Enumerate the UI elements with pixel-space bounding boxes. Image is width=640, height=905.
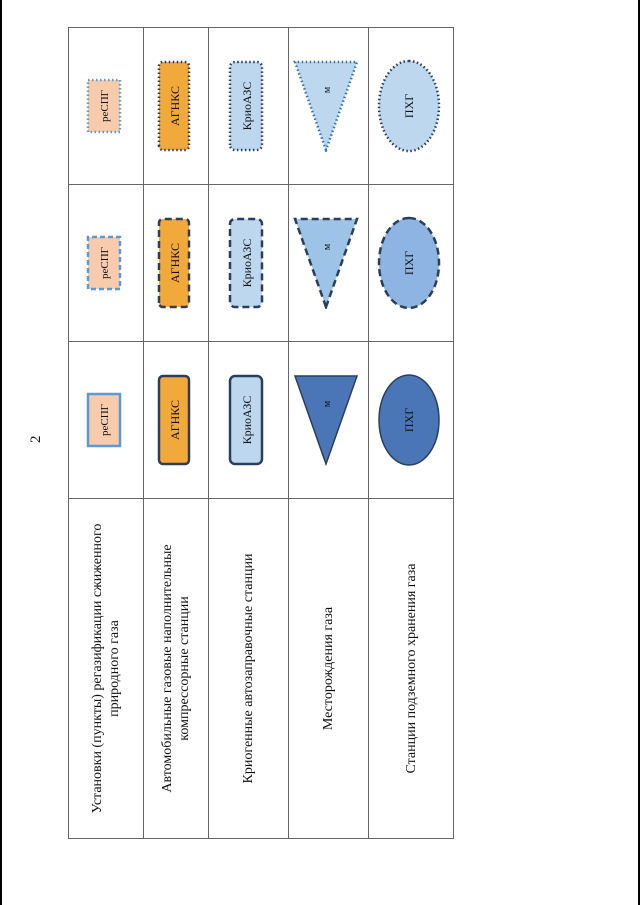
respg-perspective-label: реСПГ: [99, 90, 111, 122]
symbol-cell-existing: м: [288, 341, 369, 499]
phg-planned-label: ПХГ: [402, 251, 416, 275]
symbol-cell-perspective: ПХГ: [368, 27, 454, 185]
deposit-perspective-icon: м: [293, 60, 359, 152]
phg-existing-label: ПХГ: [402, 408, 416, 432]
symbol-cell-planned: ПХГ: [368, 184, 454, 342]
agnks-existing-icon: АГНКС: [157, 374, 190, 466]
symbol-cell-perspective: КриоАЗС: [208, 27, 289, 185]
legend-table: Установки (пункты) регазификации сжиженн…: [68, 27, 454, 839]
deposit-existing-icon: м: [293, 375, 359, 466]
legend-row-deposits: Месторождения газа м м м: [288, 27, 369, 839]
phg-planned-icon: ПХГ: [377, 216, 440, 310]
legend-row-agnks: Автомобильные газовые наполнительные ком…: [143, 27, 209, 839]
deposit-existing-label: м: [322, 400, 333, 407]
symbol-cell-existing: реСПГ: [68, 341, 144, 499]
symbol-cell-planned: м: [288, 184, 369, 342]
agnks-perspective-label: АГНКС: [168, 86, 182, 126]
row-name-agnks: Автомобильные газовые наполнительные ком…: [143, 498, 209, 839]
krioazs-existing-icon: КриоАЗС: [228, 374, 264, 466]
symbol-cell-planned: АГНКС: [143, 184, 209, 342]
symbol-cell-planned: КриоАЗС: [208, 184, 289, 342]
deposit-planned-label: м: [322, 243, 333, 250]
phg-existing-icon: ПХГ: [377, 374, 440, 466]
legend-row-phg: Станции подземного хранения газа ПХГ ПХГ…: [368, 27, 454, 839]
agnks-planned-icon: АГНКС: [157, 217, 190, 309]
phg-perspective-icon: ПХГ: [377, 59, 440, 153]
agnks-perspective-icon: АГНКС: [157, 60, 190, 152]
symbol-cell-planned: реСПГ: [68, 184, 144, 342]
legend-table-container: Установки (пункты) регазификации сжиженн…: [68, 27, 454, 839]
page-number: 2: [28, 435, 44, 444]
symbol-cell-existing: АГНКС: [143, 341, 209, 499]
row-name-phg: Станции подземного хранения газа: [368, 498, 454, 839]
agnks-planned-label: АГНКС: [168, 243, 182, 283]
krioazs-planned-label: КриоАЗС: [240, 239, 254, 288]
krioazs-planned-icon: КриоАЗС: [228, 217, 264, 309]
symbol-cell-perspective: реСПГ: [68, 27, 144, 185]
krioazs-perspective-label: КриоАЗС: [240, 82, 254, 131]
symbol-cell-perspective: м: [288, 27, 369, 185]
respg-existing-label: реСПГ: [99, 404, 111, 436]
symbol-cell-existing: КриоАЗС: [208, 341, 289, 499]
krioazs-perspective-icon: КриоАЗС: [228, 60, 264, 152]
respg-existing-icon: реСПГ: [86, 392, 121, 448]
legend-row-krioazs: Криогенные автозаправочные станции КриоА…: [208, 27, 289, 839]
respg-planned-label: реСПГ: [99, 247, 111, 279]
row-name-deposits: Месторождения газа: [288, 498, 369, 839]
phg-perspective-label: ПХГ: [402, 94, 416, 118]
legend-row-respg: Установки (пункты) регазификации сжиженн…: [68, 27, 144, 839]
row-name-krioazs: Криогенные автозаправочные станции: [208, 498, 289, 839]
symbol-cell-existing: ПХГ: [368, 341, 454, 499]
agnks-existing-label: АГНКС: [168, 400, 182, 440]
deposit-perspective-label: м: [322, 86, 333, 93]
deposit-planned-icon: м: [293, 217, 359, 309]
row-name-respg: Установки (пункты) регазификации сжиженн…: [68, 498, 144, 839]
respg-planned-icon: реСПГ: [86, 235, 121, 291]
symbol-cell-perspective: АГНКС: [143, 27, 209, 185]
krioazs-existing-label: КриоАЗС: [240, 396, 254, 445]
respg-perspective-icon: реСПГ: [86, 78, 121, 134]
